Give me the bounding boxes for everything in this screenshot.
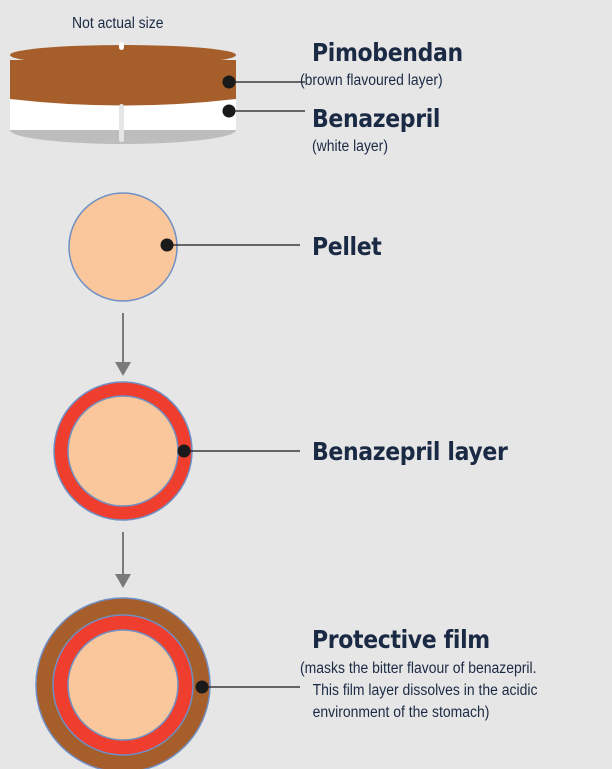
pimobendan-title: Pimobendan xyxy=(312,38,463,67)
benazepril-title: Benazepril xyxy=(312,104,440,133)
benazepril-core xyxy=(68,396,178,506)
pellet-connector-dot xyxy=(161,239,174,252)
arrow-1-head xyxy=(115,362,131,376)
protective-film-description-line-3: environment of the stomach) xyxy=(300,702,537,724)
benazepril-layer-label: Benazepril layer xyxy=(312,437,507,466)
pimobendan-connector-dot xyxy=(223,76,236,89)
benazepril-description: (white layer) xyxy=(312,136,388,158)
protective-core xyxy=(68,630,178,740)
tablet xyxy=(10,42,236,144)
arrow-2-head xyxy=(115,574,131,588)
pellet-label: Pellet xyxy=(312,232,381,261)
tablet-score-notch-top xyxy=(119,42,124,50)
pimobendan-brown-layer xyxy=(10,60,236,106)
benazepril-layer-connector-dot xyxy=(178,445,191,458)
protective-film-description-line-2: This film layer dissolves in the acidic xyxy=(300,680,537,702)
protective-film-description-line-1: (masks the bitter flavour of benazepril. xyxy=(300,658,537,680)
pimobendan-description: (brown flavoured layer) xyxy=(300,70,443,92)
pellet-circle xyxy=(69,193,177,301)
protective-film-description: (masks the bitter flavour of benazepril.… xyxy=(300,658,537,724)
protective-film-connector-dot xyxy=(196,681,209,694)
tablet-score-notch-side xyxy=(119,104,124,142)
benazepril-connector-dot xyxy=(223,105,236,118)
size-note: Not actual size xyxy=(72,15,164,33)
protective-film-label: Protective film xyxy=(312,625,490,654)
